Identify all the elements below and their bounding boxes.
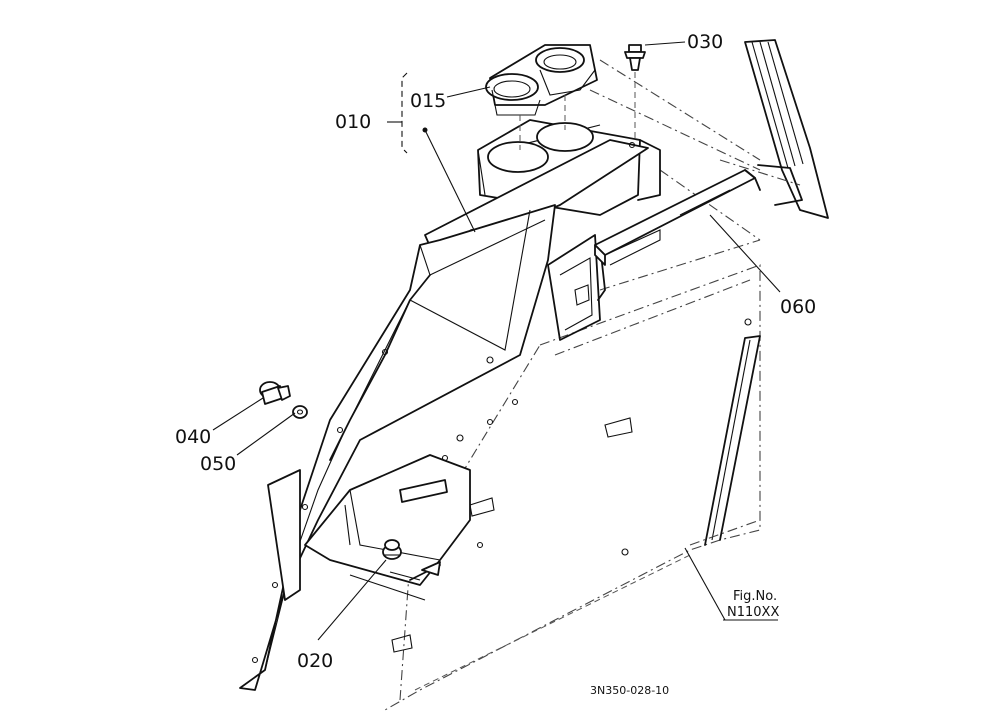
bolt-030 (624, 44, 646, 140)
callout-020: 020 (297, 650, 333, 672)
fig-label-line2: N110XX (727, 605, 779, 620)
callout-040: 040 (175, 426, 211, 448)
lower-bracket (304, 454, 471, 601)
knob-040 (259, 381, 291, 405)
fig-label-line1: Fig.No. (733, 589, 777, 604)
callout-060: 060 (780, 296, 816, 318)
rail-060 (594, 169, 761, 266)
callout-010: 010 (335, 111, 371, 133)
callout-030: 030 (687, 31, 723, 53)
cup-holder (485, 44, 598, 150)
washer-050 (292, 405, 308, 419)
side-panel (384, 169, 761, 711)
callout-015: 015 (410, 90, 446, 112)
drawing-number: 3N350-028-10 (590, 684, 669, 697)
cab-frame (589, 39, 829, 219)
knob-020 (382, 539, 402, 560)
leader-lines (212, 41, 781, 641)
callout-050: 050 (200, 453, 236, 475)
arm-panel (239, 204, 556, 691)
